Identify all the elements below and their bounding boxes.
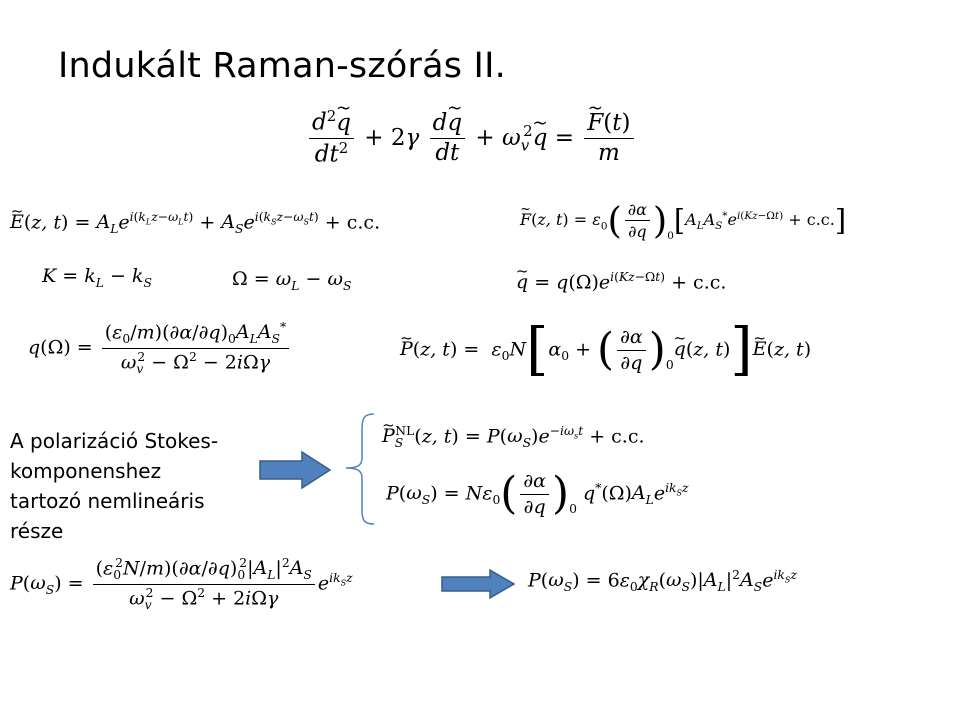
equation-q-omega: q(Ω) = (ε0/m)(∂α/∂q)0ALAS*ωv2 − Ω2 − 2iΩ…: [28, 320, 292, 377]
equation-p-omega-s-def: P(ωS) = Nε0(∂α∂q)0 q*(Ω)ALeikSz: [386, 467, 689, 519]
arrow-shape: [441, 568, 516, 600]
equation-p-nl: PSNL(z, t) = P(ωS)e−iωst + c.c.: [382, 424, 645, 451]
equation-motion: d2qdt2 + 2γ dqdt + ωv2q = F(t)m: [306, 107, 637, 170]
caption-line: komponenshez: [10, 459, 162, 483]
equation-q-tilde: q = q(Ω)ei(Kz−Ωt) + c.c.: [516, 270, 726, 294]
curly-brace-icon: [345, 413, 375, 525]
equation-force: F(z, t) = ε0(∂α∂q)0[ALAS*ei(Kz−Ωt) + c.c…: [520, 200, 846, 242]
caption-line: része: [10, 519, 64, 543]
equation-omega-def: Ω = ωL − ωS: [232, 268, 352, 293]
equation-k-def: K = kL − kS: [42, 265, 152, 290]
right-arrow-icon: [259, 450, 332, 490]
arrow-shape: [259, 450, 332, 490]
slide-title: Indukált Raman-szórás II.: [58, 46, 506, 86]
nonlinear-polarization-caption: A polarizáció Stokes- komponenshez tarto…: [10, 426, 218, 546]
equation-polarization: P(z, t) = ε0N[α0 + (∂α∂q)0q(z, t)]E(z, t…: [400, 321, 811, 378]
caption-line: A polarizáció Stokes-: [10, 429, 219, 453]
equation-p-omega-s-chi: P(ωS) = 6ε0χR(ωS)|AL|2ASeikSz: [528, 568, 797, 595]
caption-line: tartozó nemlineáris: [10, 489, 205, 513]
equation-field: E(z, t) = ALei(kLz−ωLt) + ASei(kSz−ωSt) …: [10, 210, 380, 237]
right-arrow-icon: [441, 568, 516, 600]
brace-path: [345, 413, 375, 525]
